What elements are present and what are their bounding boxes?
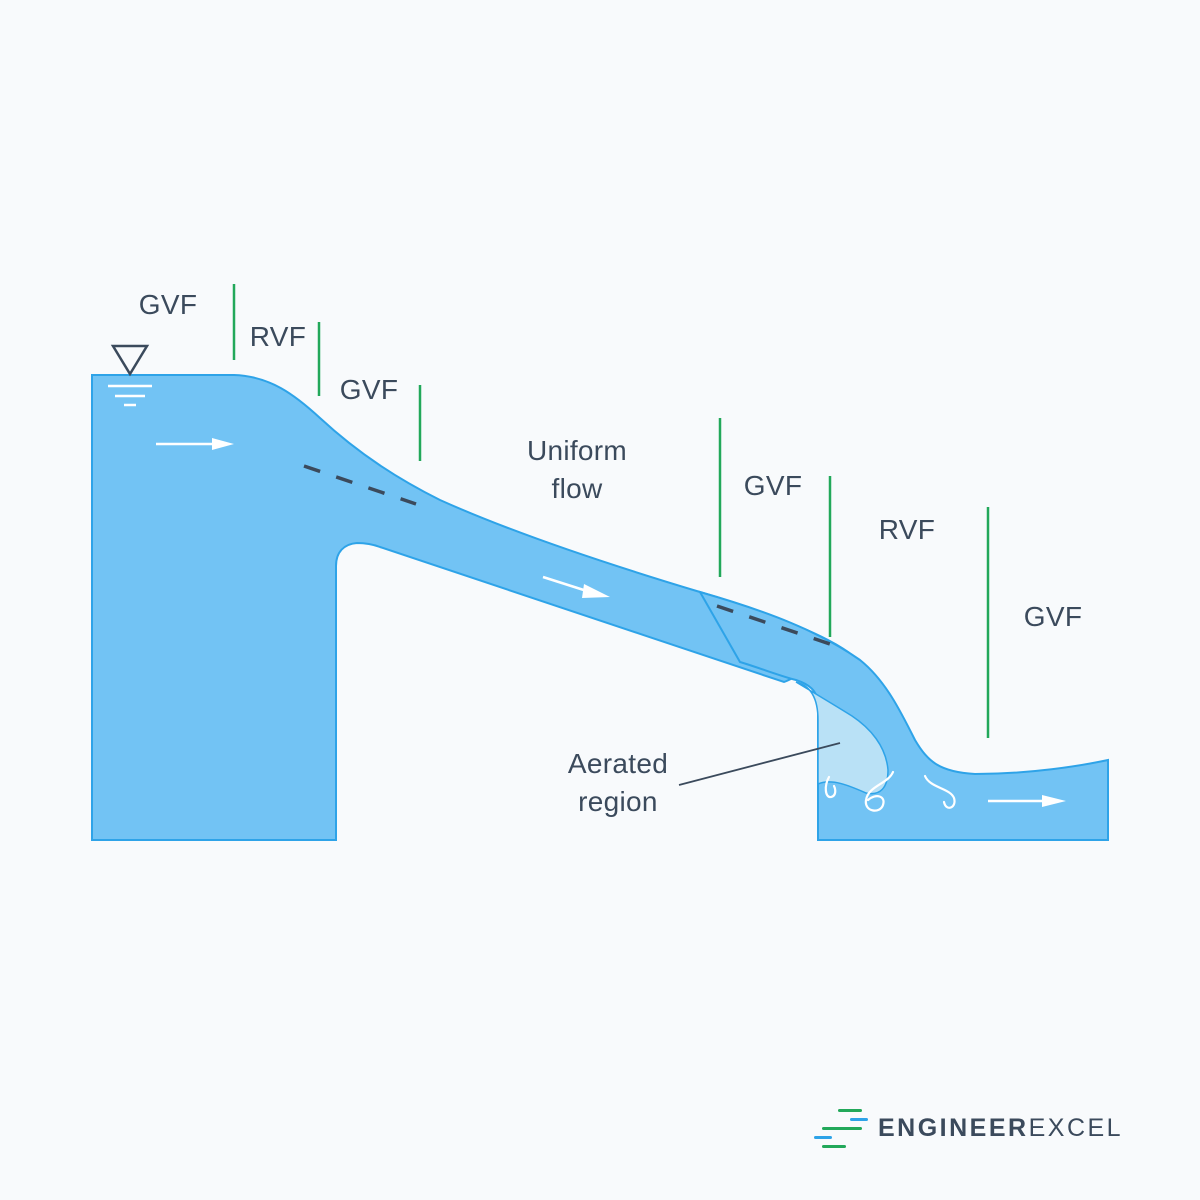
label-gvf-1: GVF (138, 289, 198, 320)
label-gvf-3: GVF (743, 470, 803, 501)
section-dividers (232, 284, 990, 738)
label-rvf-1: RVF (249, 321, 307, 352)
water-surface-triangle-icon (108, 344, 152, 407)
dashed-line-lower (716, 604, 837, 648)
logo-brand-bold: ENGINEER (878, 1113, 1029, 1142)
flow-arrow-icon (988, 795, 1066, 807)
aerated-leader-line (678, 742, 841, 786)
logo-brand-light: EXCEL (1028, 1113, 1124, 1142)
turbulence-swirl-icon (824, 770, 956, 812)
label-gvf-2: GVF (339, 374, 399, 405)
flow-arrow-icon (156, 438, 234, 450)
logo-wordmark: ENGINEEREXCEL (878, 1114, 1123, 1143)
flow-arrow-icon (542, 575, 610, 598)
logo-mark-icon (806, 1106, 868, 1150)
aerated-region-shape (795, 681, 889, 795)
label-gvf-4: GVF (1023, 601, 1083, 632)
label-rvf-2: RVF (878, 514, 936, 545)
water-body-downstream (697, 590, 1109, 841)
engineerexcel-logo: ENGINEEREXCEL (806, 1106, 1123, 1150)
